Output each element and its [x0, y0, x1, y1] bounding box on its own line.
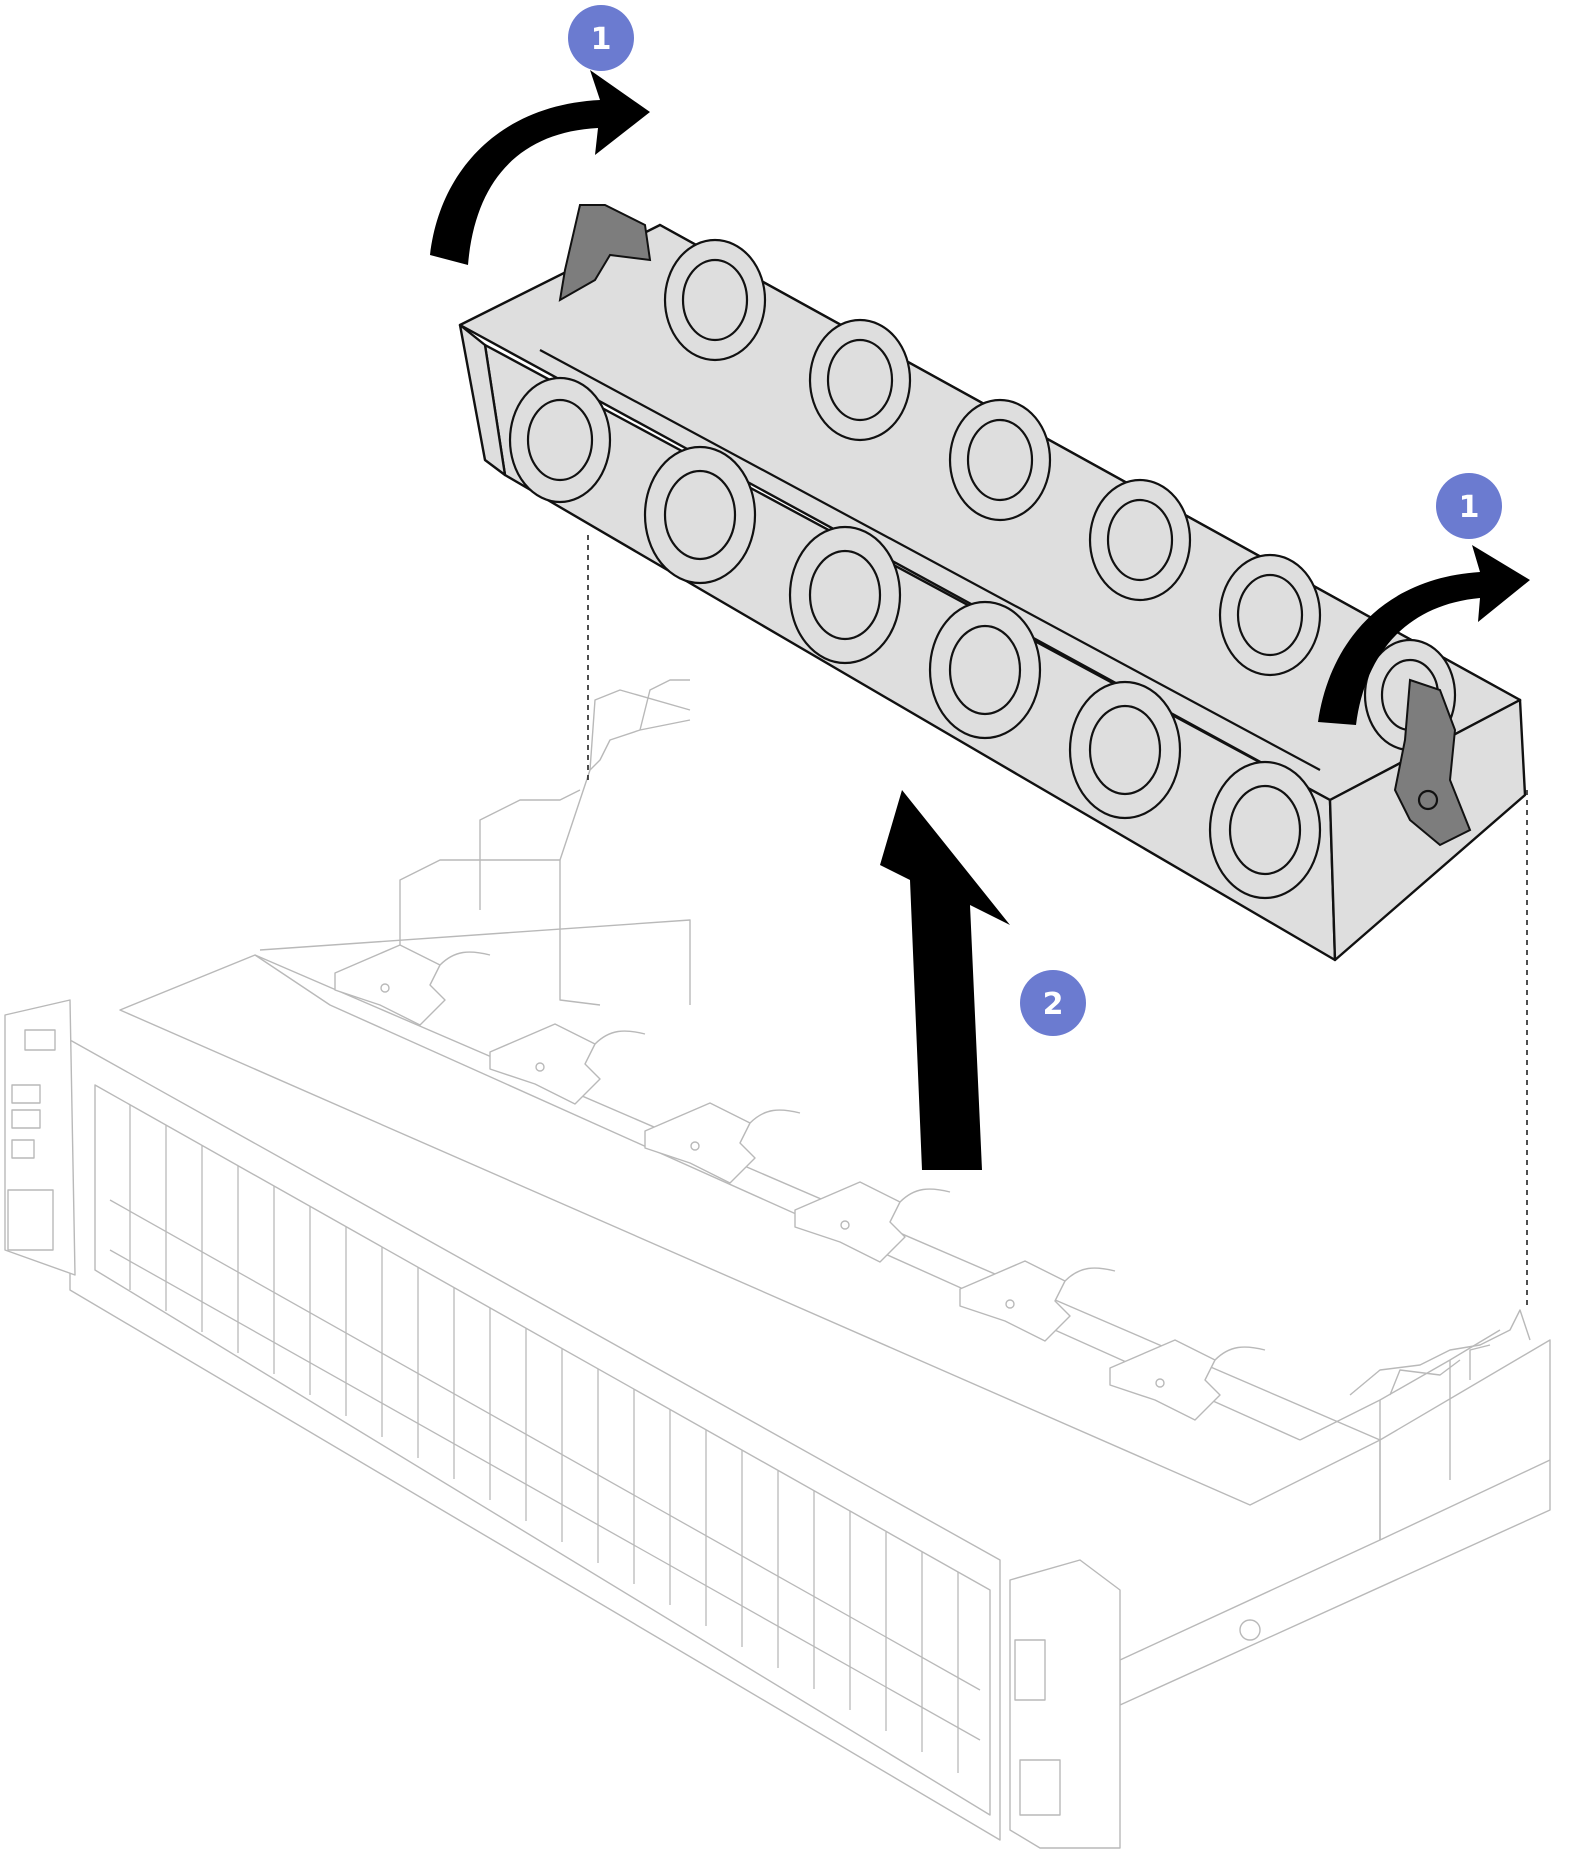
fan-socket: [644, 1102, 801, 1184]
callout-number: 1: [1459, 490, 1480, 525]
left-release-latch[interactable]: [558, 204, 652, 302]
callout-step-2: 2: [1020, 970, 1086, 1036]
right-rack-ear: [1009, 1559, 1121, 1849]
fan-cage-left-end: [458, 323, 507, 477]
rotate-latch-arrow-right: [1318, 545, 1530, 725]
lift-arrow: [880, 790, 1010, 1170]
fan-socket: [334, 944, 491, 1026]
fan-socket: [959, 1260, 1116, 1342]
front-bezel: [4, 999, 1121, 1849]
fan-socket: [794, 1181, 951, 1263]
fan-cage: [458, 204, 1527, 962]
fan-socket: [1109, 1339, 1266, 1421]
right-release-latch[interactable]: [1393, 678, 1472, 847]
fan-socket: [489, 1023, 646, 1105]
callout-circle: [1020, 970, 1086, 1036]
callout-number: 2: [1043, 987, 1064, 1022]
left-rack-ear: [4, 999, 76, 1276]
callout-number: 1: [591, 22, 612, 57]
rotate-latch-arrow-left: [430, 70, 650, 265]
callout-circle: [568, 5, 634, 71]
fan-sockets: [334, 944, 1266, 1421]
drive-bays: [109, 1105, 981, 1773]
callout-step-1-left: 1: [568, 5, 634, 71]
front-fan-slots: [508, 376, 1322, 900]
callout-step-1-right: 1: [1436, 473, 1502, 539]
server-chassis: [119, 679, 1551, 1706]
callout-circle: [1436, 473, 1502, 539]
